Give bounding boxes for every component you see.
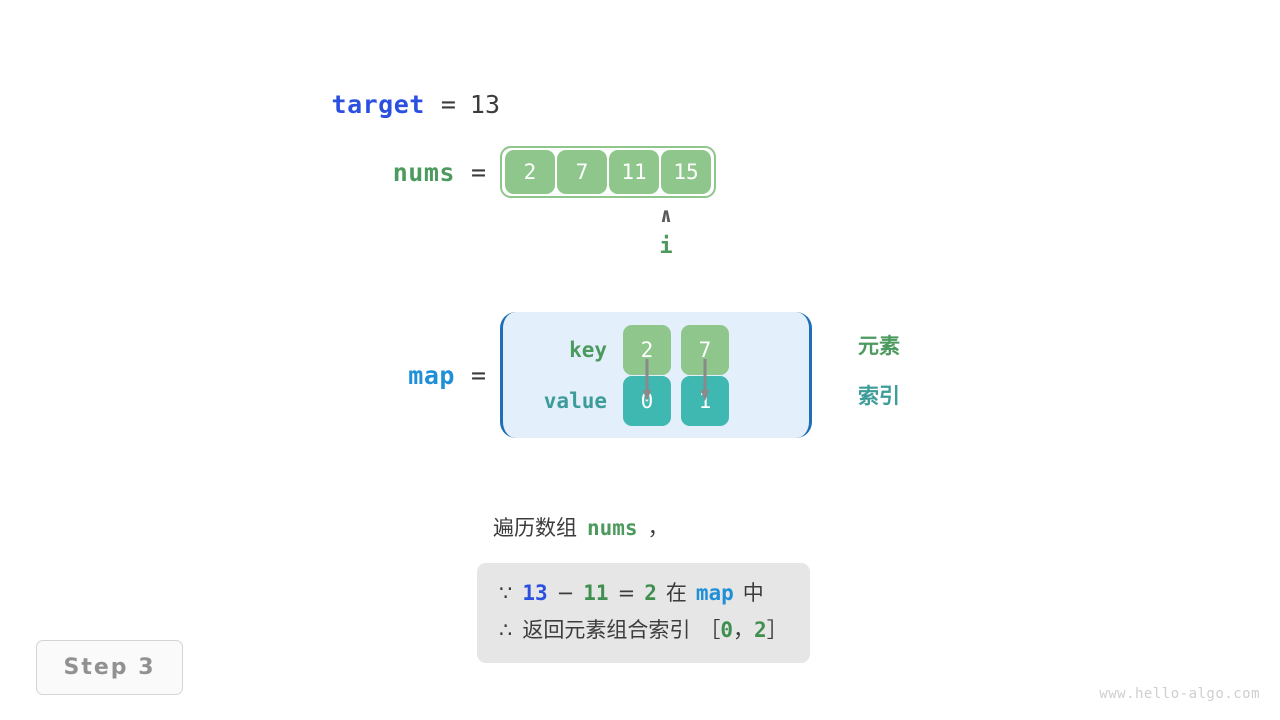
note-bracket-close: ］: [766, 618, 788, 642]
hash-map-value-label: value: [543, 388, 607, 413]
nums-label-wrap: nums =: [0, 158, 500, 187]
target-equals-sign: =: [440, 90, 456, 119]
note-in-word: 在: [665, 581, 687, 605]
note-line1-tail: 中: [742, 581, 764, 605]
hash-map-value-line: value 0 1: [503, 375, 809, 426]
note-operand-result: 2: [644, 581, 657, 605]
pointer-caret-icon: ∧: [659, 203, 673, 227]
note-result-index-a: 0: [720, 618, 734, 642]
hash-map-legend: 元素 索引: [858, 330, 900, 412]
target-variable-name: target: [331, 90, 425, 119]
caption-suffix-text: ，: [647, 516, 669, 540]
note-line-2: ∴ 返回元素组合索引 ［0，2］: [499, 612, 788, 649]
hash-map-box: key 2 7 value 0 1: [500, 312, 812, 438]
hash-map-value-cells: 0 1: [623, 375, 729, 426]
legend-element-label: 元素: [858, 334, 900, 358]
note-operand-current: 11: [583, 581, 609, 605]
hash-map-key-cell-0: 2: [623, 324, 671, 375]
hash-map-row: map = key 2 7 value 0 1: [0, 312, 1280, 438]
nums-cell-0: 2: [505, 150, 555, 194]
nums-array-container: 2 7 11 15: [500, 146, 716, 198]
hash-map-key-line: key 2 7: [503, 324, 809, 375]
nums-array-row: nums = 2 7 11 15: [0, 146, 1280, 198]
note-return-text: 返回元素组合索引: [522, 618, 691, 642]
because-symbol-icon: ∵: [499, 581, 513, 605]
map-label-wrap: map =: [0, 361, 500, 390]
caption-prefix-text: 遍历数组: [493, 516, 577, 540]
hash-map-value-cell-1: 1: [681, 375, 729, 426]
note-map-reference: map: [695, 581, 734, 605]
watermark-url: www.hello-algo.com: [1099, 686, 1260, 702]
note-result-index-b: 2: [754, 618, 767, 642]
target-variable-row: target = 13: [0, 90, 1280, 119]
therefore-symbol-icon: ∴: [499, 618, 513, 642]
nums-cell-2: 11: [609, 150, 659, 194]
note-minus-sign: −: [556, 581, 575, 605]
nums-cell-1: 7: [557, 150, 607, 194]
note-result-comma: ，: [733, 618, 755, 642]
step-badge: Step 3: [36, 640, 183, 695]
note-bracket-open: ［: [699, 618, 721, 642]
hash-map-key-cells: 2 7: [623, 324, 729, 375]
legend-index-label: 索引: [858, 384, 900, 408]
map-equals-sign: =: [470, 360, 486, 390]
target-label-wrap: target = 13: [0, 90, 500, 119]
nums-cell-3: 15: [661, 150, 711, 194]
map-variable-name: map: [408, 360, 455, 390]
nums-equals-sign: =: [470, 157, 486, 187]
target-value: 13: [469, 90, 500, 119]
nums-variable-name: nums: [392, 157, 455, 187]
note-operand-target: 13: [522, 581, 548, 605]
caption-traverse-array: 遍历数组 nums ，: [493, 512, 669, 542]
pointer-label-i: i: [659, 234, 673, 259]
index-pointer-group: ∧ i: [640, 203, 692, 262]
hash-map-value-cell-0: 0: [623, 375, 671, 426]
caption-nums-code: nums: [587, 516, 638, 540]
hash-map-key-cell-1: 7: [681, 324, 729, 375]
note-equals-sign: =: [617, 581, 636, 605]
step-badge-label: Step 3: [63, 655, 156, 680]
hash-map-key-label: key: [569, 337, 607, 362]
